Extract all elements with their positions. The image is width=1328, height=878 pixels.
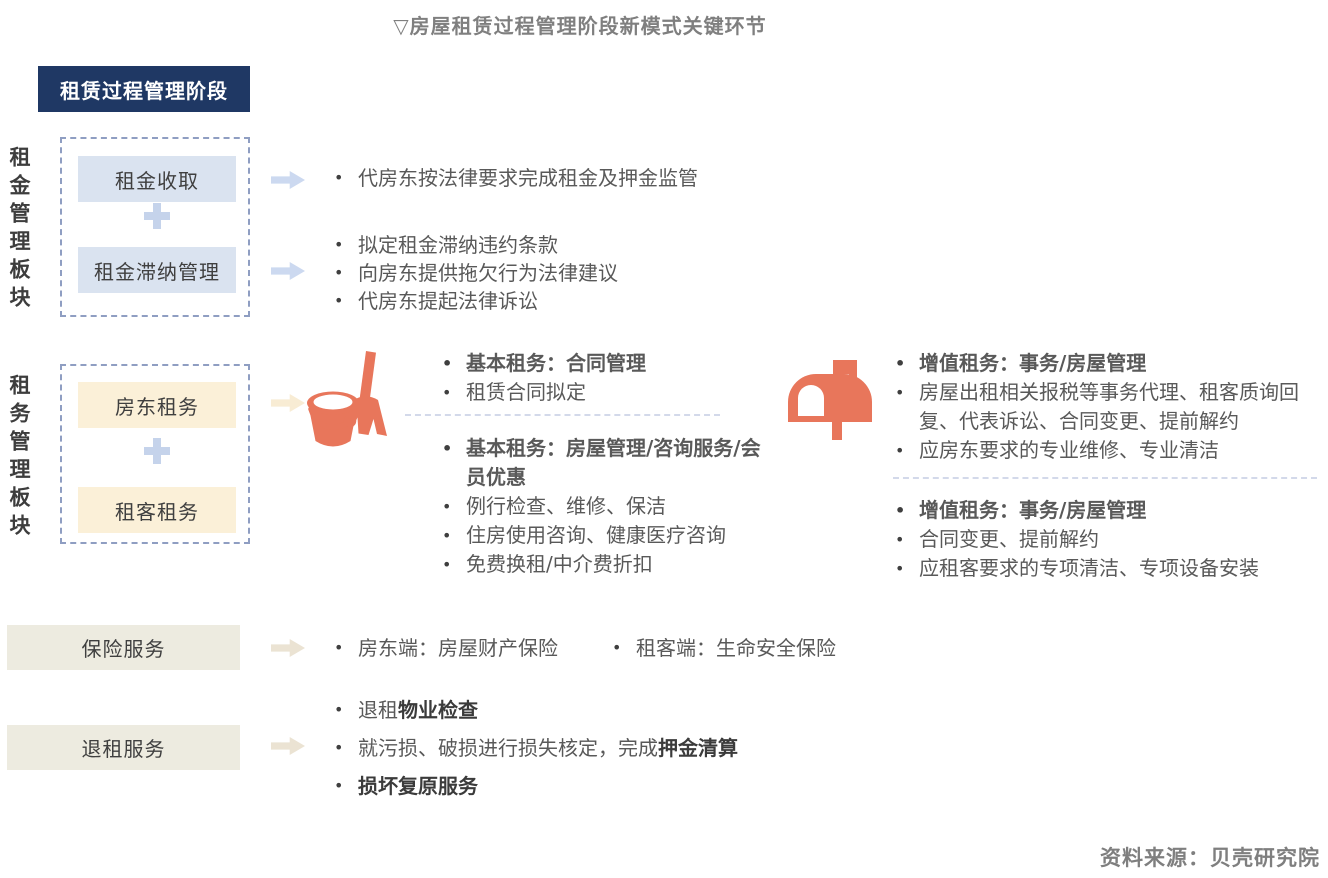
list-item: 代房东提起法律诉讼	[332, 287, 762, 315]
basic-service-group-2: 基本租务：房屋管理/咨询服务/会员优惠 例行检查、维修、保洁 住房使用咨询、健康…	[440, 434, 776, 579]
dashed-divider	[893, 477, 1317, 479]
list-item: 房屋出租相关报税等事务代理、租客质询回复、代表诉讼、合同变更、提前解约	[893, 378, 1309, 436]
list-item: 合同变更、提前解约	[893, 525, 1309, 554]
box-tenant-services: 租客租务	[78, 487, 236, 533]
box-insurance-services: 保险服务	[7, 625, 240, 670]
list-item: 基本租务：房屋管理/咨询服务/会员优惠	[440, 434, 776, 492]
box-moveout-services: 退租服务	[7, 725, 240, 770]
list-item: 住房使用咨询、健康医疗咨询	[440, 521, 776, 550]
insurance-bullet-tenant: 租客端：生命安全保险	[610, 634, 890, 662]
list-item: 增值租务：事务/房屋管理	[893, 496, 1309, 525]
plus-icon	[144, 438, 170, 464]
list-item: 租客端：生命安全保险	[610, 634, 890, 662]
moveout-bullet-group: 退租物业检查 就污损、破损进行损失核定，完成押金清算 损坏复原服务	[332, 696, 852, 810]
insurance-bullet-landlord: 房东端：房屋财产保险	[332, 634, 602, 662]
source-attribution: 资料来源：贝壳研究院	[1100, 846, 1320, 870]
box-rent-collection: 租金收取	[78, 156, 236, 202]
broom-bucket-icon	[306, 351, 400, 455]
rent-dashed-container: 租金收取 租金滞纳管理	[60, 137, 250, 317]
list-item: 退租物业检查	[332, 696, 852, 724]
list-item: 应租客要求的专项清洁、专项设备安装	[893, 554, 1309, 583]
mailbox-icon	[786, 358, 874, 442]
list-item: 代房东按法律要求完成租金及押金监管	[332, 164, 762, 192]
rent-bullet-group-1: 代房东按法律要求完成租金及押金监管	[332, 164, 762, 192]
side-label-rent-management: 租金管理板块	[7, 146, 31, 314]
list-item: 例行检查、维修、保洁	[440, 492, 776, 521]
list-item: 租赁合同拟定	[440, 378, 780, 407]
side-label-service-management: 租务管理板块	[7, 374, 31, 542]
arrow-icon	[271, 171, 305, 189]
arrow-icon	[271, 639, 305, 657]
plus-icon	[144, 203, 170, 229]
box-landlord-services: 房东租务	[78, 382, 236, 428]
dashed-divider	[405, 414, 720, 416]
value-added-group-1: 增值租务：事务/房屋管理 房屋出租相关报税等事务代理、租客质询回复、代表诉讼、合…	[893, 349, 1309, 465]
basic-service-group-1: 基本租务：合同管理 租赁合同拟定	[440, 349, 780, 407]
arrow-icon	[271, 262, 305, 280]
service-dashed-container: 房东租务 租客租务	[60, 364, 250, 544]
page-title: ▽房屋租赁过程管理阶段新模式关键环节	[393, 14, 767, 38]
box-rent-arrears-management: 租金滞纳管理	[78, 247, 236, 293]
value-added-group-2: 增值租务：事务/房屋管理 合同变更、提前解约 应租客要求的专项清洁、专项设备安装	[893, 496, 1309, 583]
legend-header-label: 租赁过程管理阶段	[60, 78, 228, 103]
list-item: 免费换租/中介费折扣	[440, 550, 776, 579]
list-item: 房东端：房屋财产保险	[332, 634, 602, 662]
list-item: 增值租务：事务/房屋管理	[893, 349, 1309, 378]
list-item: 拟定租金滞纳违约条款	[332, 231, 762, 259]
list-item: 损坏复原服务	[332, 772, 852, 800]
arrow-icon	[271, 737, 305, 755]
list-item: 应房东要求的专业维修、专业清洁	[893, 436, 1309, 465]
rent-bullet-group-2: 拟定租金滞纳违约条款 向房东提供拖欠行为法律建议 代房东提起法律诉讼	[332, 231, 762, 315]
list-item: 向房东提供拖欠行为法律建议	[332, 259, 762, 287]
arrow-icon	[271, 394, 305, 412]
list-item: 基本租务：合同管理	[440, 349, 780, 378]
legend-header-box: 租赁过程管理阶段	[38, 66, 250, 112]
list-item: 就污损、破损进行损失核定，完成押金清算	[332, 734, 852, 762]
